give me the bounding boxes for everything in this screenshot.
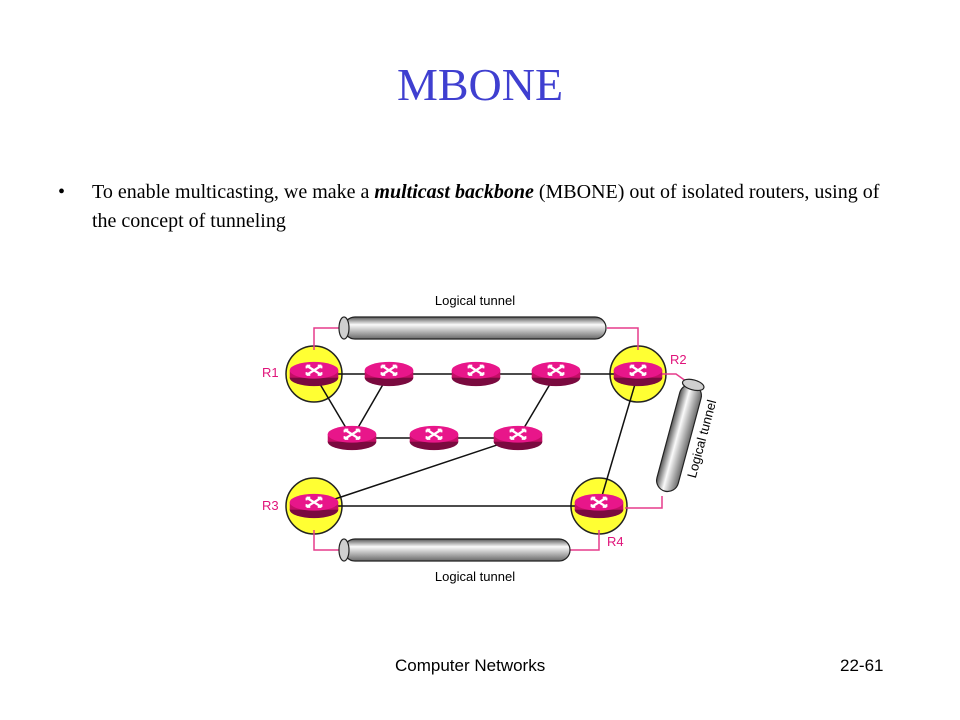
router-r3-label: R3 xyxy=(262,498,279,513)
bullet-text: To enable multicasting, we make a multic… xyxy=(92,178,898,236)
router-r2-icon xyxy=(612,360,664,388)
tunnel-bottom xyxy=(338,538,571,562)
router-r1-icon xyxy=(288,360,340,388)
tunnel-top-label: Logical tunnel xyxy=(435,293,515,308)
router-r2-label: R2 xyxy=(670,352,687,367)
bullet-dot: • xyxy=(58,181,66,203)
router-icon xyxy=(326,424,378,452)
router-icon xyxy=(530,360,582,388)
footer-course: Computer Networks xyxy=(395,656,546,675)
router-icon xyxy=(408,424,460,452)
tunnel-bottom-label: Logical tunnel xyxy=(435,569,515,584)
router-r4-icon xyxy=(573,492,625,520)
footer-page-number: 22-61 xyxy=(840,656,884,675)
slide-title: MBONE xyxy=(396,59,564,110)
bullet-text-start: To enable multicasting, we make a xyxy=(92,181,375,203)
bullet-emphasis: multicast backbone xyxy=(374,181,534,203)
router-r1-label: R1 xyxy=(262,365,279,380)
bullet-text-end: (MBONE) out of isolated routers, using o… xyxy=(92,181,880,232)
router-icon xyxy=(492,424,544,452)
router-r4-label: R4 xyxy=(607,534,624,549)
router-r3-icon xyxy=(288,492,340,520)
bullet-item: • To enable multicasting, we make a mult… xyxy=(58,178,898,236)
tunnel-right xyxy=(656,378,705,493)
router-icon xyxy=(363,360,415,388)
router-icon xyxy=(450,360,502,388)
tunnel-top xyxy=(338,316,607,340)
